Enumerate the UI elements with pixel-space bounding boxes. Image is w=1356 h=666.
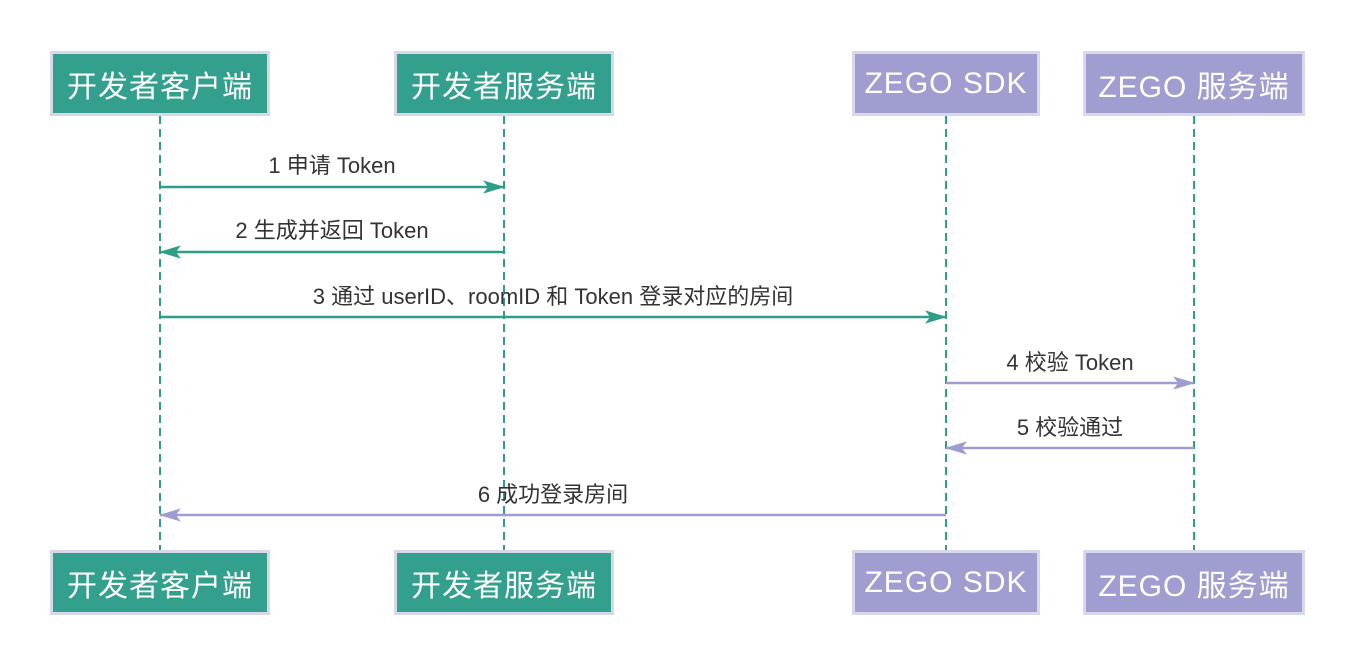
message-label-1: 1 申请 Token <box>268 153 396 178</box>
message-label-6: 6 成功登录房间 <box>477 482 629 507</box>
participant-developer-client-top: 开发者客户端 <box>50 51 270 116</box>
participant-developer-server-bottom: 开发者服务端 <box>394 550 614 615</box>
message-label-4: 4 校验 Token <box>1006 350 1134 375</box>
message-label-3: 3 通过 userID、roomID 和 Token 登录对应的房间 <box>312 284 794 309</box>
participant-zego-server-bottom: ZEGO 服务端 <box>1083 550 1305 615</box>
participant-zego-sdk-top: ZEGO SDK <box>852 51 1040 116</box>
message-label-5: 5 校验通过 <box>1016 415 1124 440</box>
participant-zego-sdk-bottom: ZEGO SDK <box>852 550 1040 615</box>
message-label-2: 2 生成并返回 Token <box>235 218 429 243</box>
participant-developer-client-bottom: 开发者客户端 <box>50 550 270 615</box>
participant-zego-server-top: ZEGO 服务端 <box>1083 51 1305 116</box>
participant-developer-server-top: 开发者服务端 <box>394 51 614 116</box>
